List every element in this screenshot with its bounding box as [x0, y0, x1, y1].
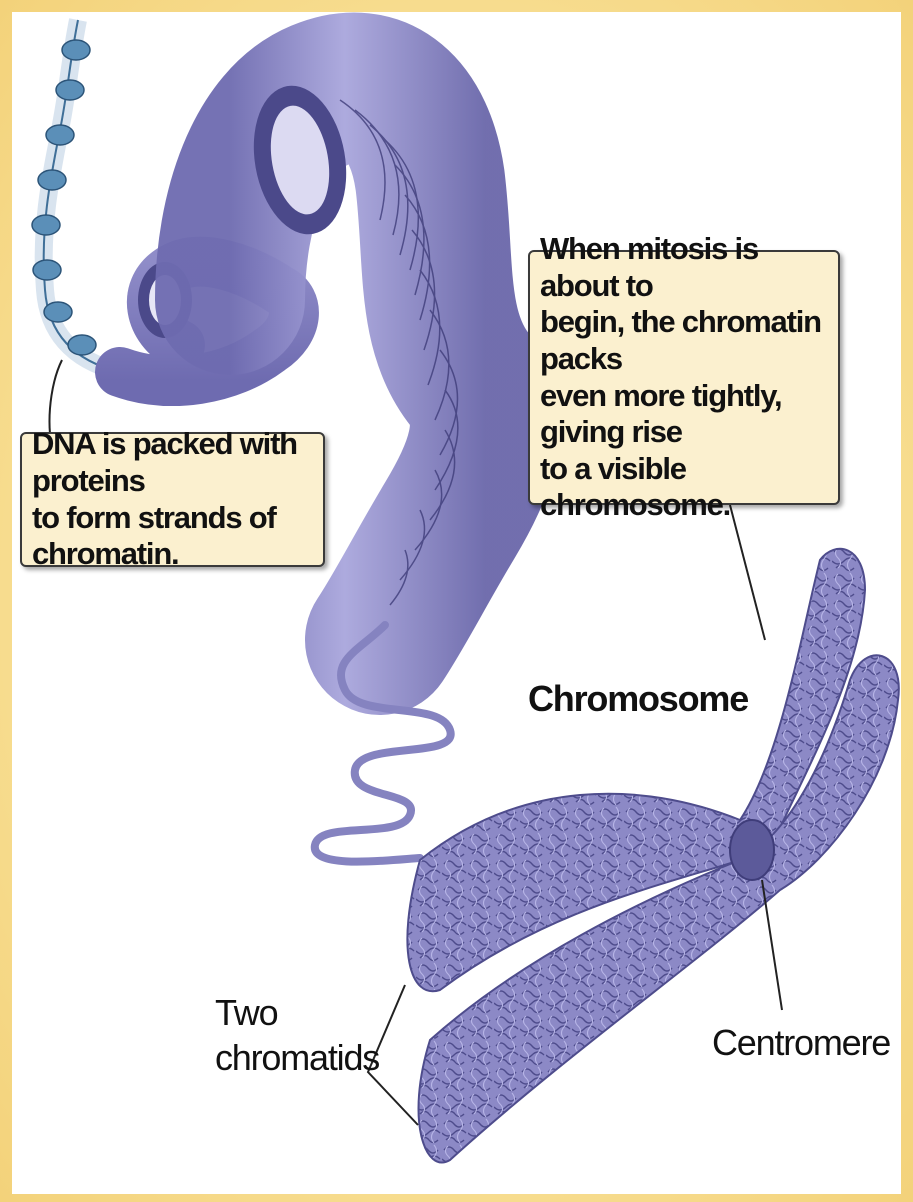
centromere-knot	[730, 820, 774, 880]
chromosome	[407, 549, 898, 1163]
callout-left-pointer	[50, 360, 63, 434]
centromere-leader	[762, 880, 782, 1010]
two-chromatids-label: Two chromatids	[215, 990, 379, 1080]
mitosis-callout: When mitosis is about to begin, the chro…	[528, 250, 840, 505]
centromere-label: Centromere	[712, 1022, 890, 1064]
chromatin-callout: DNA is packed with proteins to form stra…	[20, 432, 325, 567]
mitosis-callout-text: When mitosis is about to begin, the chro…	[540, 231, 838, 524]
chromosome-label: Chromosome	[528, 678, 748, 720]
callout-right-pointer	[730, 505, 765, 640]
chromatin-callout-text: DNA is packed with proteins to form stra…	[32, 426, 323, 572]
